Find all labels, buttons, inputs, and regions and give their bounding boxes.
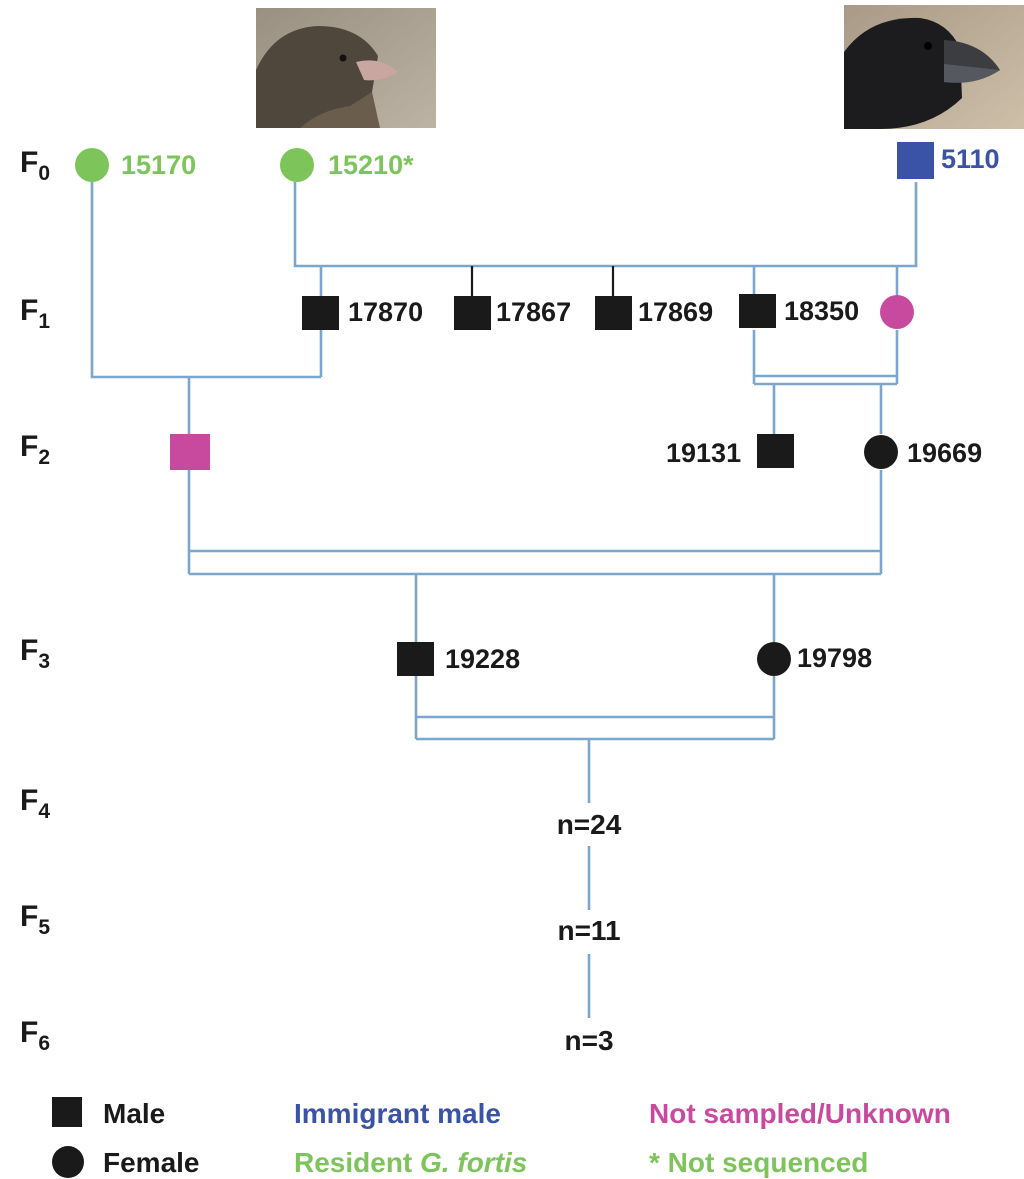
count-f5: n=11: [557, 915, 620, 946]
legend-not-sequenced: * Not sequenced: [649, 1147, 868, 1178]
male-symbol-5110: [897, 142, 934, 179]
id-17867: 17867: [496, 297, 571, 327]
legend-not-sampled: Not sampled/Unknown: [649, 1098, 951, 1129]
legend-female-symbol: [52, 1146, 84, 1178]
male-symbol-17869: [595, 296, 632, 330]
legend-resident-prefix: Resident: [294, 1147, 420, 1178]
female-symbol-15210: [280, 148, 314, 182]
id-18350: 18350: [784, 296, 859, 326]
legend-male-symbol: [52, 1097, 82, 1127]
male-symbol-17870: [302, 296, 339, 330]
resident-finch-photo: [256, 8, 436, 128]
gen-label-f4: F4: [20, 784, 50, 823]
female-symbol-19798: [757, 642, 791, 676]
male-symbol-18350: [739, 294, 776, 328]
count-f6: n=3: [564, 1025, 613, 1056]
id-17870: 17870: [348, 297, 423, 327]
pedigree-lines: [90, 182, 918, 1018]
gen-label-f1: F1: [20, 294, 50, 333]
id-5110: 5110: [941, 144, 1000, 174]
legend-male: Male: [103, 1098, 165, 1129]
legend: Male Female Immigrant male Resident G. f…: [52, 1097, 951, 1178]
gen-label-f6: F6: [20, 1016, 50, 1055]
id-19798: 19798: [797, 643, 872, 673]
id-19228: 19228: [445, 644, 520, 674]
id-19669: 19669: [907, 438, 982, 468]
male-symbol-17867: [454, 296, 491, 330]
id-17869: 17869: [638, 297, 713, 327]
gen-label-f5: F5: [20, 900, 50, 939]
legend-resident-species: G. fortis: [420, 1147, 527, 1178]
id-15170: 15170: [121, 150, 196, 180]
gen-label-f2: F2: [20, 430, 50, 469]
female-symbol-15170: [75, 148, 109, 182]
legend-resident: Resident G. fortis: [294, 1147, 527, 1178]
male-symbol-19131: [757, 434, 794, 468]
legend-female: Female: [103, 1147, 200, 1178]
id-19131: 19131: [666, 438, 741, 468]
female-symbol-unknown-f1: [880, 295, 914, 329]
gen-label-f0: F0: [20, 146, 50, 185]
gen-label-f3: F3: [20, 634, 50, 673]
id-15210: 15210*: [328, 150, 414, 180]
immigrant-finch-photo: [844, 5, 1024, 129]
female-symbol-19669: [864, 435, 898, 469]
legend-immigrant: Immigrant male: [294, 1098, 501, 1129]
male-symbol-19228: [397, 642, 434, 676]
male-symbol-unknown-f2: [170, 434, 210, 470]
count-f4: n=24: [557, 809, 622, 840]
